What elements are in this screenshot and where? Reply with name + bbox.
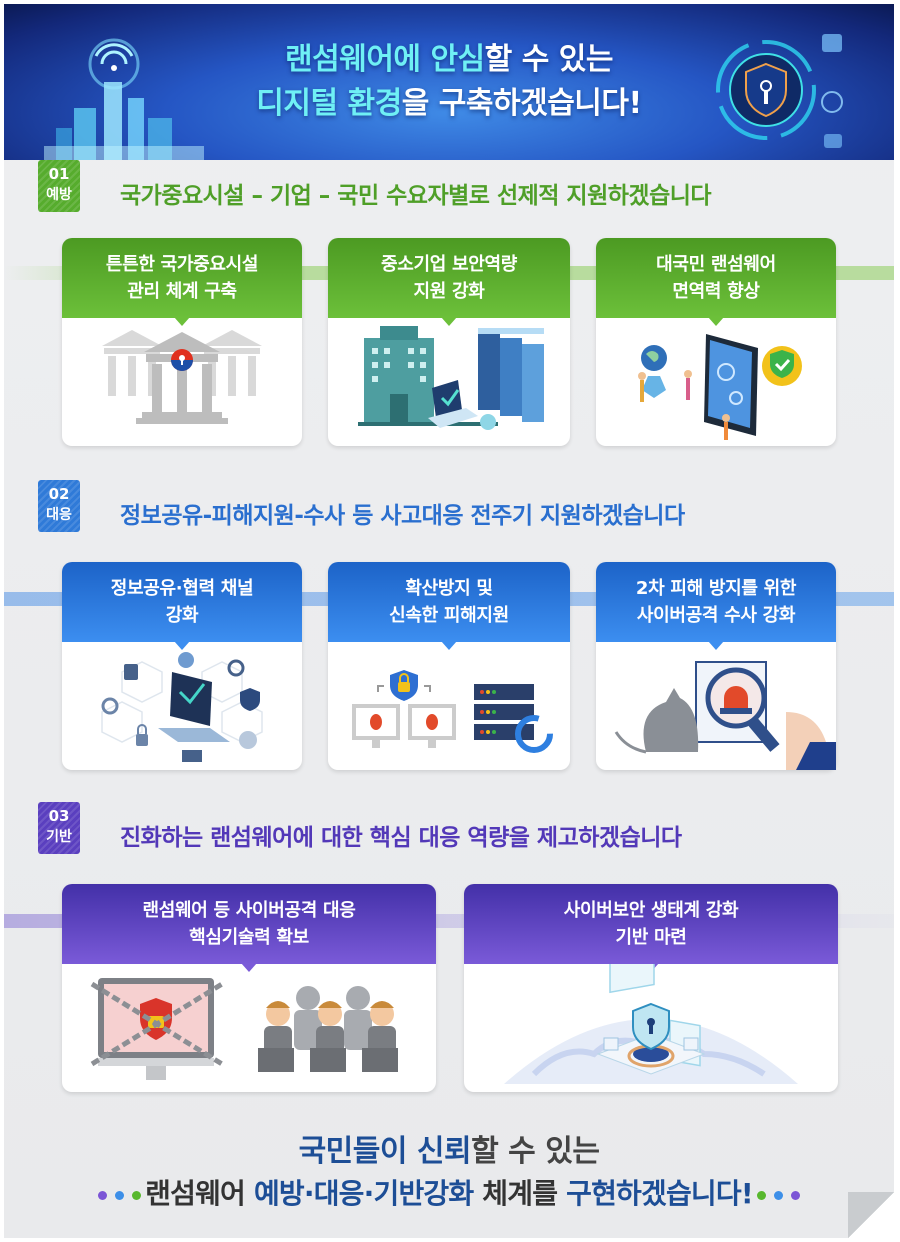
page-fold-corner <box>848 1192 894 1238</box>
footer-text-a: 랜섬웨어 <box>145 1177 254 1210</box>
footer-highlight-1: 국민들이 신뢰 <box>298 1134 472 1169</box>
card-title: 튼튼한 국가중요시설 관리 체계 구축 <box>62 238 302 326</box>
card-security-ecosystem: 사이버보안 생태계 강화 기반 마련 <box>464 884 838 1092</box>
card-title-line2: 사이버공격 수사 강화 <box>636 605 796 626</box>
section-badge-response: 02 대응 <box>38 480 80 532</box>
card-title-line1: 중소기업 보안역량 <box>380 254 518 275</box>
card-title-line2: 관리 체계 구축 <box>127 281 237 302</box>
card-national-facility: 튼튼한 국가중요시설 관리 체계 구축 <box>62 238 302 446</box>
laptop-network-icon <box>62 642 302 770</box>
section-title: 국가중요시설 – 기업 – 국민 수요자별로 선제적 지원하겠습니다 <box>120 183 712 209</box>
card-sme-security: 중소기업 보안역량 지원 강화 <box>328 238 570 446</box>
footer-text-c: 체계를 <box>473 1177 567 1210</box>
banner-highlight-2: 디지털 환경 <box>256 86 402 121</box>
footer-highlight-b: 예방·대응·기반강화 <box>253 1177 474 1210</box>
section-03-header: 03 기반 진화하는 랜섬웨어에 대한 핵심 대응 역량을 제고하겠습니다 <box>4 796 894 862</box>
locked-monitor-experts-icon <box>62 964 436 1092</box>
card-title-line2: 기반 마련 <box>615 927 687 948</box>
card-title: 랜섬웨어 등 사이버공격 대응 핵심기술력 확보 <box>62 884 436 972</box>
card-title-line1: 사이버보안 생태계 강화 <box>563 900 739 921</box>
section-badge-prevention: 01 예방 <box>38 160 80 212</box>
card-title: 사이버보안 생태계 강화 기반 마련 <box>464 884 838 972</box>
dot-green-icon <box>756 1190 766 1200</box>
section-number: 02 <box>48 485 70 503</box>
card-title-line1: 대국민 랜섬웨어 <box>656 254 776 275</box>
cyber-shield-icon <box>716 34 843 148</box>
footer-text-1: 할 수 있는 <box>471 1134 600 1169</box>
banner-text-2: 을 구축하겠습니다! <box>401 86 642 121</box>
section-02-header: 02 대응 정보공유-피해지원-수사 등 사고대응 전주기 지원하겠습니다 <box>4 474 894 540</box>
banner-title: 랜섬웨어에 안심할 수 있는 디지털 환경을 구축하겠습니다! <box>4 38 894 126</box>
footer-line1: 국민들이 신뢰할 수 있는 <box>4 1126 894 1170</box>
dot-blue-icon <box>773 1190 783 1200</box>
section-number: 03 <box>48 807 70 825</box>
dot-purple-icon <box>98 1190 108 1200</box>
footer-line2: 랜섬웨어 예방·대응·기반강화 체계를 구현하겠습니다! <box>4 1172 894 1212</box>
card-info-sharing: 정보공유·협력 채널 강화 <box>62 562 302 770</box>
card-core-technology: 랜섬웨어 등 사이버공격 대응 핵심기술력 확보 <box>62 884 436 1092</box>
card-title-line1: 정보공유·협력 채널 <box>110 578 254 599</box>
card-title: 중소기업 보안역량 지원 강화 <box>328 238 570 326</box>
card-title-line2: 핵심기술력 확보 <box>189 927 309 948</box>
card-title: 정보공유·협력 채널 강화 <box>62 562 302 650</box>
section-label: 기반 <box>46 829 72 845</box>
card-title-line1: 튼튼한 국가중요시설 <box>105 254 259 275</box>
banner-highlight-1: 랜섬웨어에 안심 <box>285 42 485 77</box>
card-title: 대국민 랜섬웨어 면역력 향상 <box>596 238 836 326</box>
magnifier-investigation-icon <box>596 642 836 770</box>
card-title-line1: 2차 피해 방지를 위한 <box>635 578 797 599</box>
card-title: 2차 피해 방지를 위한 사이버공격 수사 강화 <box>596 562 836 650</box>
card-title-line2: 면역력 향상 <box>672 281 760 302</box>
card-investigation: 2차 피해 방지를 위한 사이버공격 수사 강화 <box>596 562 836 770</box>
infographic-page: 랜섬웨어에 안심할 수 있는 디지털 환경을 구축하겠습니다! 01 예방 국가… <box>4 4 894 1238</box>
card-damage-support: 확산방지 및 신속한 피해지원 <box>328 562 570 770</box>
monitor-bug-server-icon <box>328 642 570 770</box>
section-badge-foundation: 03 기반 <box>38 802 80 854</box>
section-label: 대응 <box>46 507 72 523</box>
card-title-line1: 확산방지 및 <box>405 578 493 599</box>
dot-purple-icon <box>790 1190 800 1200</box>
card-title-line2: 지원 강화 <box>413 281 485 302</box>
people-tablet-shield-icon <box>596 318 836 446</box>
dot-green-icon <box>132 1190 142 1200</box>
header-banner: 랜섬웨어에 안심할 수 있는 디지털 환경을 구축하겠습니다! <box>4 4 894 160</box>
section-title: 진화하는 랜섬웨어에 대한 핵심 대응 역량을 제고하겠습니다 <box>120 825 682 851</box>
office-server-icon <box>328 318 570 446</box>
card-title-line2: 강화 <box>165 605 199 626</box>
dot-blue-icon <box>115 1190 125 1200</box>
card-citizen-immunity: 대국민 랜섬웨어 면역력 향상 <box>596 238 836 446</box>
section-01-header: 01 예방 국가중요시설 – 기업 – 국민 수요자별로 선제적 지원하겠습니다 <box>4 154 894 220</box>
card-title: 확산방지 및 신속한 피해지원 <box>328 562 570 650</box>
smart-city-icon <box>44 38 204 160</box>
section-number: 01 <box>48 165 70 183</box>
banner-text-1: 할 수 있는 <box>484 42 614 77</box>
government-building-lock-icon <box>62 318 302 446</box>
footer-highlight-d: 구현하겠습니다! <box>566 1177 754 1210</box>
section-label: 예방 <box>46 187 72 203</box>
section-title: 정보공유-피해지원-수사 등 사고대응 전주기 지원하겠습니다 <box>120 503 685 529</box>
globe-shield-platform-icon <box>464 964 838 1092</box>
card-title-line1: 랜섬웨어 등 사이버공격 대응 <box>142 900 356 921</box>
card-title-line2: 신속한 피해지원 <box>389 605 509 626</box>
